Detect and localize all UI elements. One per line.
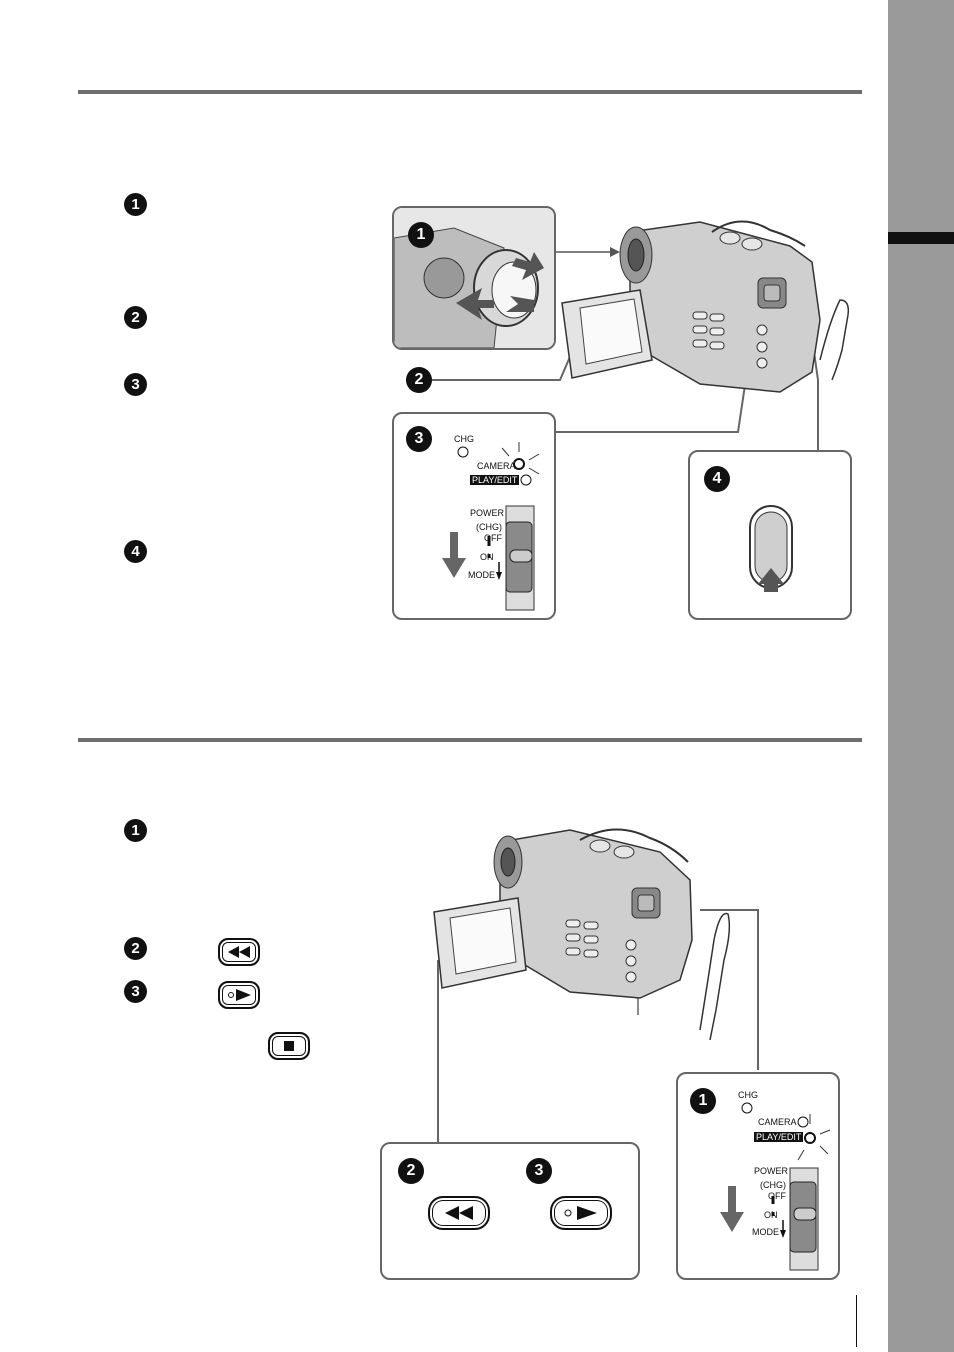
on-label-1: ON	[480, 552, 494, 562]
lens-cap-callout: 1	[392, 206, 556, 350]
section-1-step-2-bullet: 2	[124, 306, 147, 329]
power-label-2: POWER	[754, 1166, 789, 1176]
chg-paren-label-1: (CHG)	[476, 522, 502, 532]
power-switch-graphic-1	[457, 442, 540, 611]
power-switch-callout-2: 1 CHG CAMERA PLAY/EDIT POWER (CHG) OFF O…	[676, 1072, 840, 1280]
section-1-rule	[78, 90, 862, 94]
chg-paren-label-2: (CHG)	[760, 1180, 786, 1190]
section-1-step-4-bullet: 4	[124, 540, 147, 563]
on-label-2: ON	[764, 1210, 778, 1220]
section-1-step-3-bullet: 3	[124, 373, 147, 396]
play-edit-text-2: PLAY/EDIT	[754, 1132, 804, 1142]
section-2-step-3-bullet: 3	[124, 980, 147, 1003]
lcd-callout-bullet: 2	[406, 367, 432, 393]
rewind-callout-bullet: 2	[398, 1158, 424, 1184]
section-2-rule	[78, 738, 862, 742]
rewind-play-callout: 2 3	[380, 1142, 640, 1280]
start-stop-button-illustration	[749, 505, 793, 592]
power-switch-graphic-2	[741, 1102, 831, 1271]
page-number-divider	[856, 1295, 857, 1347]
power-callout-bullet-2: 1	[690, 1088, 716, 1114]
play-callout-bullet: 3	[526, 1158, 552, 1184]
rewind-button-large-icon	[428, 1196, 490, 1230]
mode-label-1: MODE	[468, 570, 495, 580]
mode-label-2: MODE	[752, 1227, 779, 1237]
power-switch-callout-1: 3 CHG CAMERA PLAY/EDIT POWER (CHG) OFF O…	[392, 412, 556, 620]
play-edit-label-1: PLAY/EDIT	[470, 475, 520, 485]
rewind-button-icon	[218, 938, 260, 966]
camera-label-1: CAMERA	[477, 461, 516, 471]
up-arrow-icon	[758, 568, 784, 592]
camcorder-illustration-2	[433, 828, 759, 1142]
down-arrow-icon	[442, 532, 466, 578]
camera-label-2: CAMERA	[758, 1117, 797, 1127]
section-2-step-1-bullet: 1	[124, 819, 147, 842]
off-label-2: OFF	[768, 1191, 786, 1201]
section-1-step-1-bullet: 1	[124, 193, 147, 216]
lens-cap-callout-bullet: 1	[408, 222, 434, 248]
chg-label-1: CHG	[454, 434, 474, 444]
off-label-1: OFF	[484, 533, 502, 543]
play-button-large-icon	[550, 1196, 612, 1230]
play-edit-label-2: PLAY/EDIT	[754, 1132, 804, 1142]
down-arrow-icon	[720, 1186, 744, 1232]
power-callout-bullet-1: 3	[406, 426, 432, 452]
lens-cap-illustration	[394, 208, 554, 348]
power-label-1: POWER	[470, 508, 505, 518]
stop-button-icon	[268, 1032, 310, 1060]
camcorder-illustration-1	[432, 220, 850, 450]
start-stop-callout-bullet: 4	[704, 466, 730, 492]
section-2-step-2-bullet: 2	[124, 937, 147, 960]
start-stop-callout: 4	[688, 450, 852, 620]
side-thumb-tab	[888, 0, 954, 1352]
chg-label-2: CHG	[738, 1090, 758, 1100]
side-tab-marker	[888, 232, 954, 244]
play-button-icon	[218, 981, 260, 1009]
play-edit-text-1: PLAY/EDIT	[470, 475, 520, 485]
